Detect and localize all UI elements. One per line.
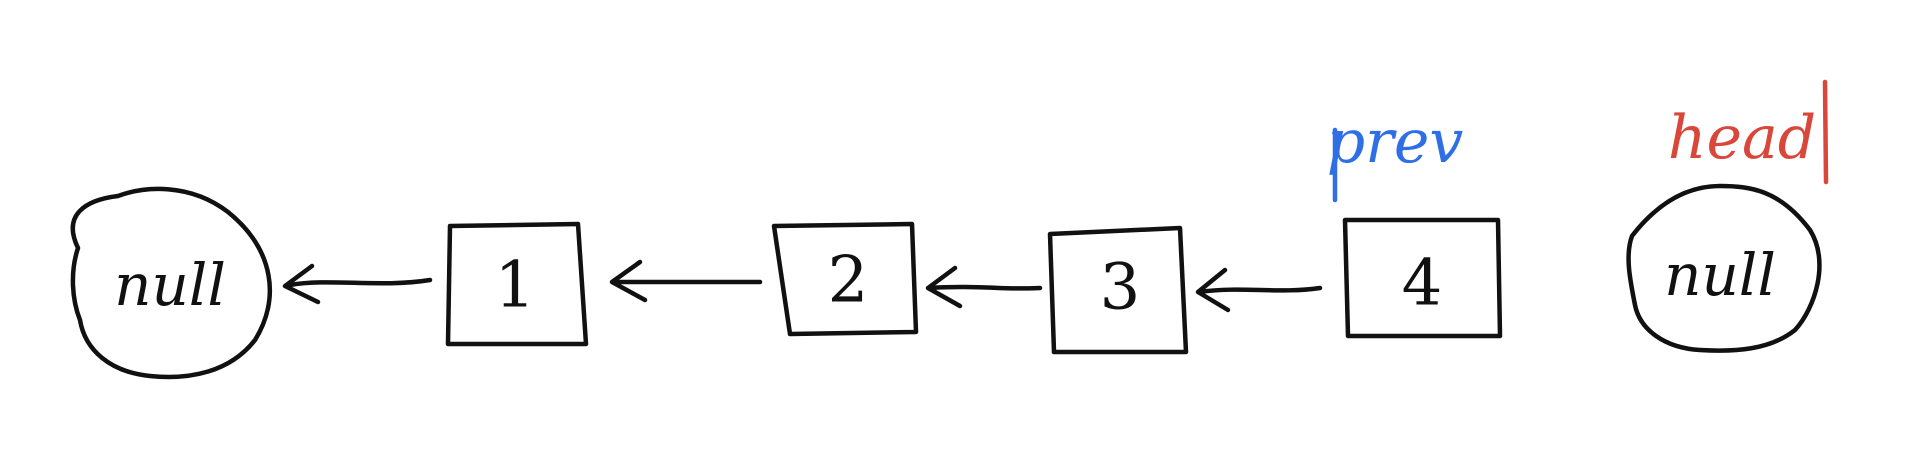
node-4: 4 [1342,217,1503,339]
head-stroke [1822,79,1829,185]
null-node-right: null [1626,183,1822,353]
node-3: 3 [1047,225,1189,355]
null-label-left: null [114,251,226,319]
node-label-3: 3 [1100,251,1141,325]
prev-pointer: prev [1327,107,1464,203]
node-label-2: 2 [828,244,869,318]
node-1: 1 [445,221,589,347]
null-node-left: null [70,186,273,380]
prev-label: prev [1327,107,1464,177]
arrow-3-to-2 [925,265,1043,309]
null-label-right: null [1664,241,1776,309]
node-2: 2 [771,221,919,337]
arrow-4-to-3 [1195,267,1323,313]
head-pointer: head [1668,79,1829,185]
arrow-2-to-1 [609,259,763,303]
node-label-1: 1 [495,249,536,323]
head-label: head [1668,103,1816,173]
node-label-4: 4 [1402,247,1443,321]
arrow-1-to-null [282,263,433,305]
